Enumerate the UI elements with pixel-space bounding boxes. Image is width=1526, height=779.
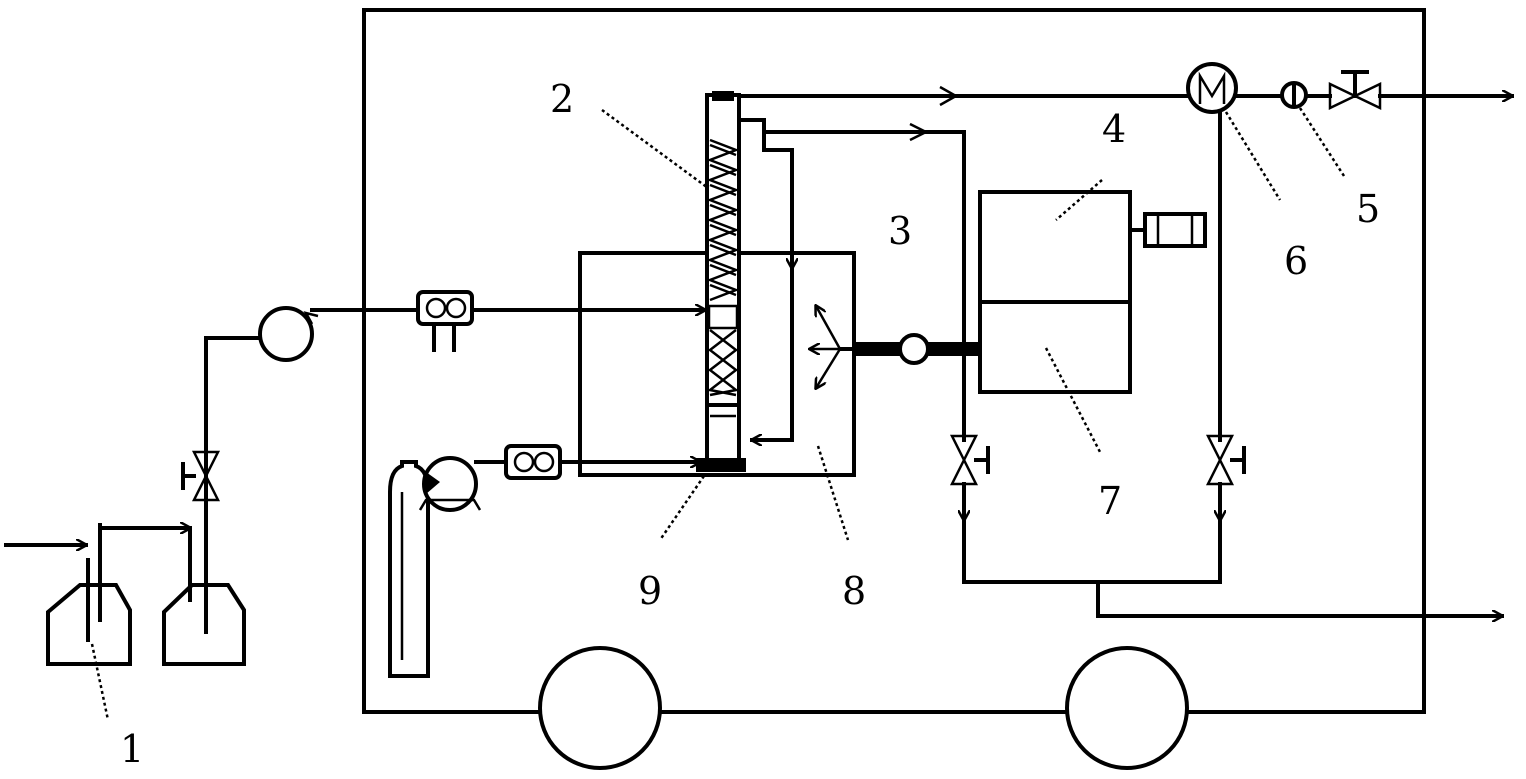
outlet-pipe-bottom (1096, 580, 1504, 616)
label-2: 2 (550, 77, 574, 121)
column-side-pipe (737, 118, 792, 270)
leader-9 (658, 475, 706, 541)
valve-drain-left (949, 434, 990, 486)
leader-7 (1044, 347, 1102, 453)
bottle-2 (162, 498, 246, 666)
feed-pump (258, 306, 314, 362)
bottle-1 (46, 523, 132, 666)
leader-5 (1298, 107, 1346, 177)
heat-exchanger-6 (1186, 62, 1238, 114)
flow-meter-top (416, 290, 474, 352)
label-8: 8 (842, 569, 866, 613)
top-second-pipe (762, 130, 966, 442)
label-1: 1 (120, 727, 144, 771)
tank-4 (978, 190, 1132, 304)
label-7: 7 (1098, 479, 1122, 523)
label-5: 5 (1356, 187, 1380, 231)
flow-indicator-5 (1280, 81, 1308, 109)
leader-1 (90, 643, 110, 721)
leader-6 (1224, 111, 1282, 201)
vehicle-body (362, 8, 1426, 714)
column-return-pipe (750, 266, 794, 440)
leader-8 (816, 445, 850, 541)
leader-2 (601, 108, 709, 190)
tank-7 (978, 300, 1132, 394)
label-4: 4 (1102, 107, 1126, 151)
sprayer (810, 306, 856, 388)
label-9: 9 (638, 569, 662, 613)
valve-outlet-top (1328, 70, 1382, 110)
wheel-left (538, 646, 662, 770)
drain-collector-pipe (962, 518, 1222, 584)
flow-meter-bottom (504, 444, 562, 480)
valve-feed (181, 450, 221, 502)
wheel-right (1065, 646, 1189, 770)
valve-drain-right (1205, 434, 1246, 486)
column-2 (696, 91, 746, 472)
feed-pipe (204, 336, 264, 504)
gas-pump (422, 456, 478, 512)
leader-4 (1055, 179, 1103, 221)
motor-icon (1143, 212, 1207, 248)
label-6: 6 (1284, 239, 1308, 283)
label-3: 3 (888, 209, 912, 253)
circulation-pump-3 (898, 333, 930, 365)
gas-cylinder (388, 460, 430, 678)
